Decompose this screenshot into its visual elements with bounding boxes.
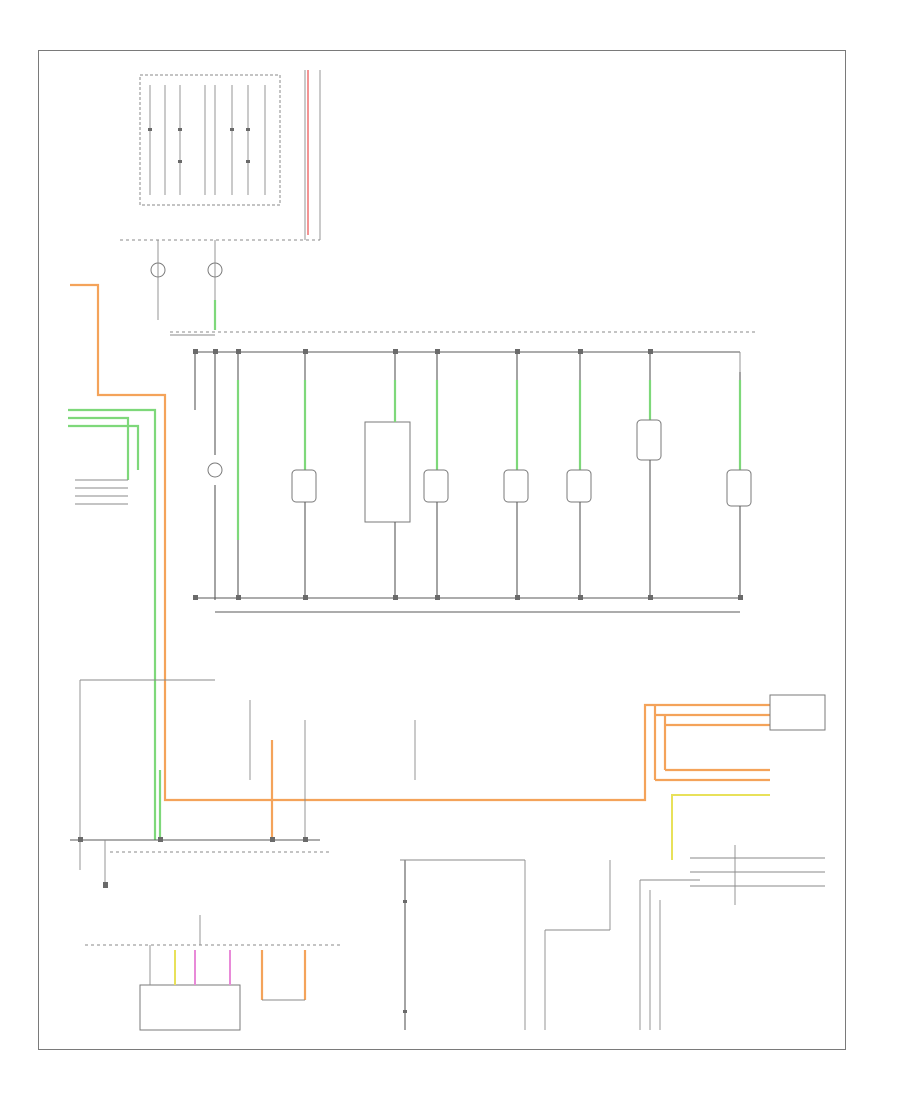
upper-lamp-assembly	[150, 240, 755, 336]
lower-left-connectors	[70, 679, 416, 888]
left-feed-wires	[68, 283, 770, 860]
bus-connector-pins	[78, 349, 743, 842]
bottom-middle-circuit	[400, 859, 611, 1030]
top-connector-block	[120, 70, 321, 241]
branch-circuits	[194, 352, 752, 600]
bottom-right-circuit	[639, 694, 826, 1030]
bottom-left-module	[85, 915, 340, 1031]
diagram-frame	[38, 50, 846, 1050]
